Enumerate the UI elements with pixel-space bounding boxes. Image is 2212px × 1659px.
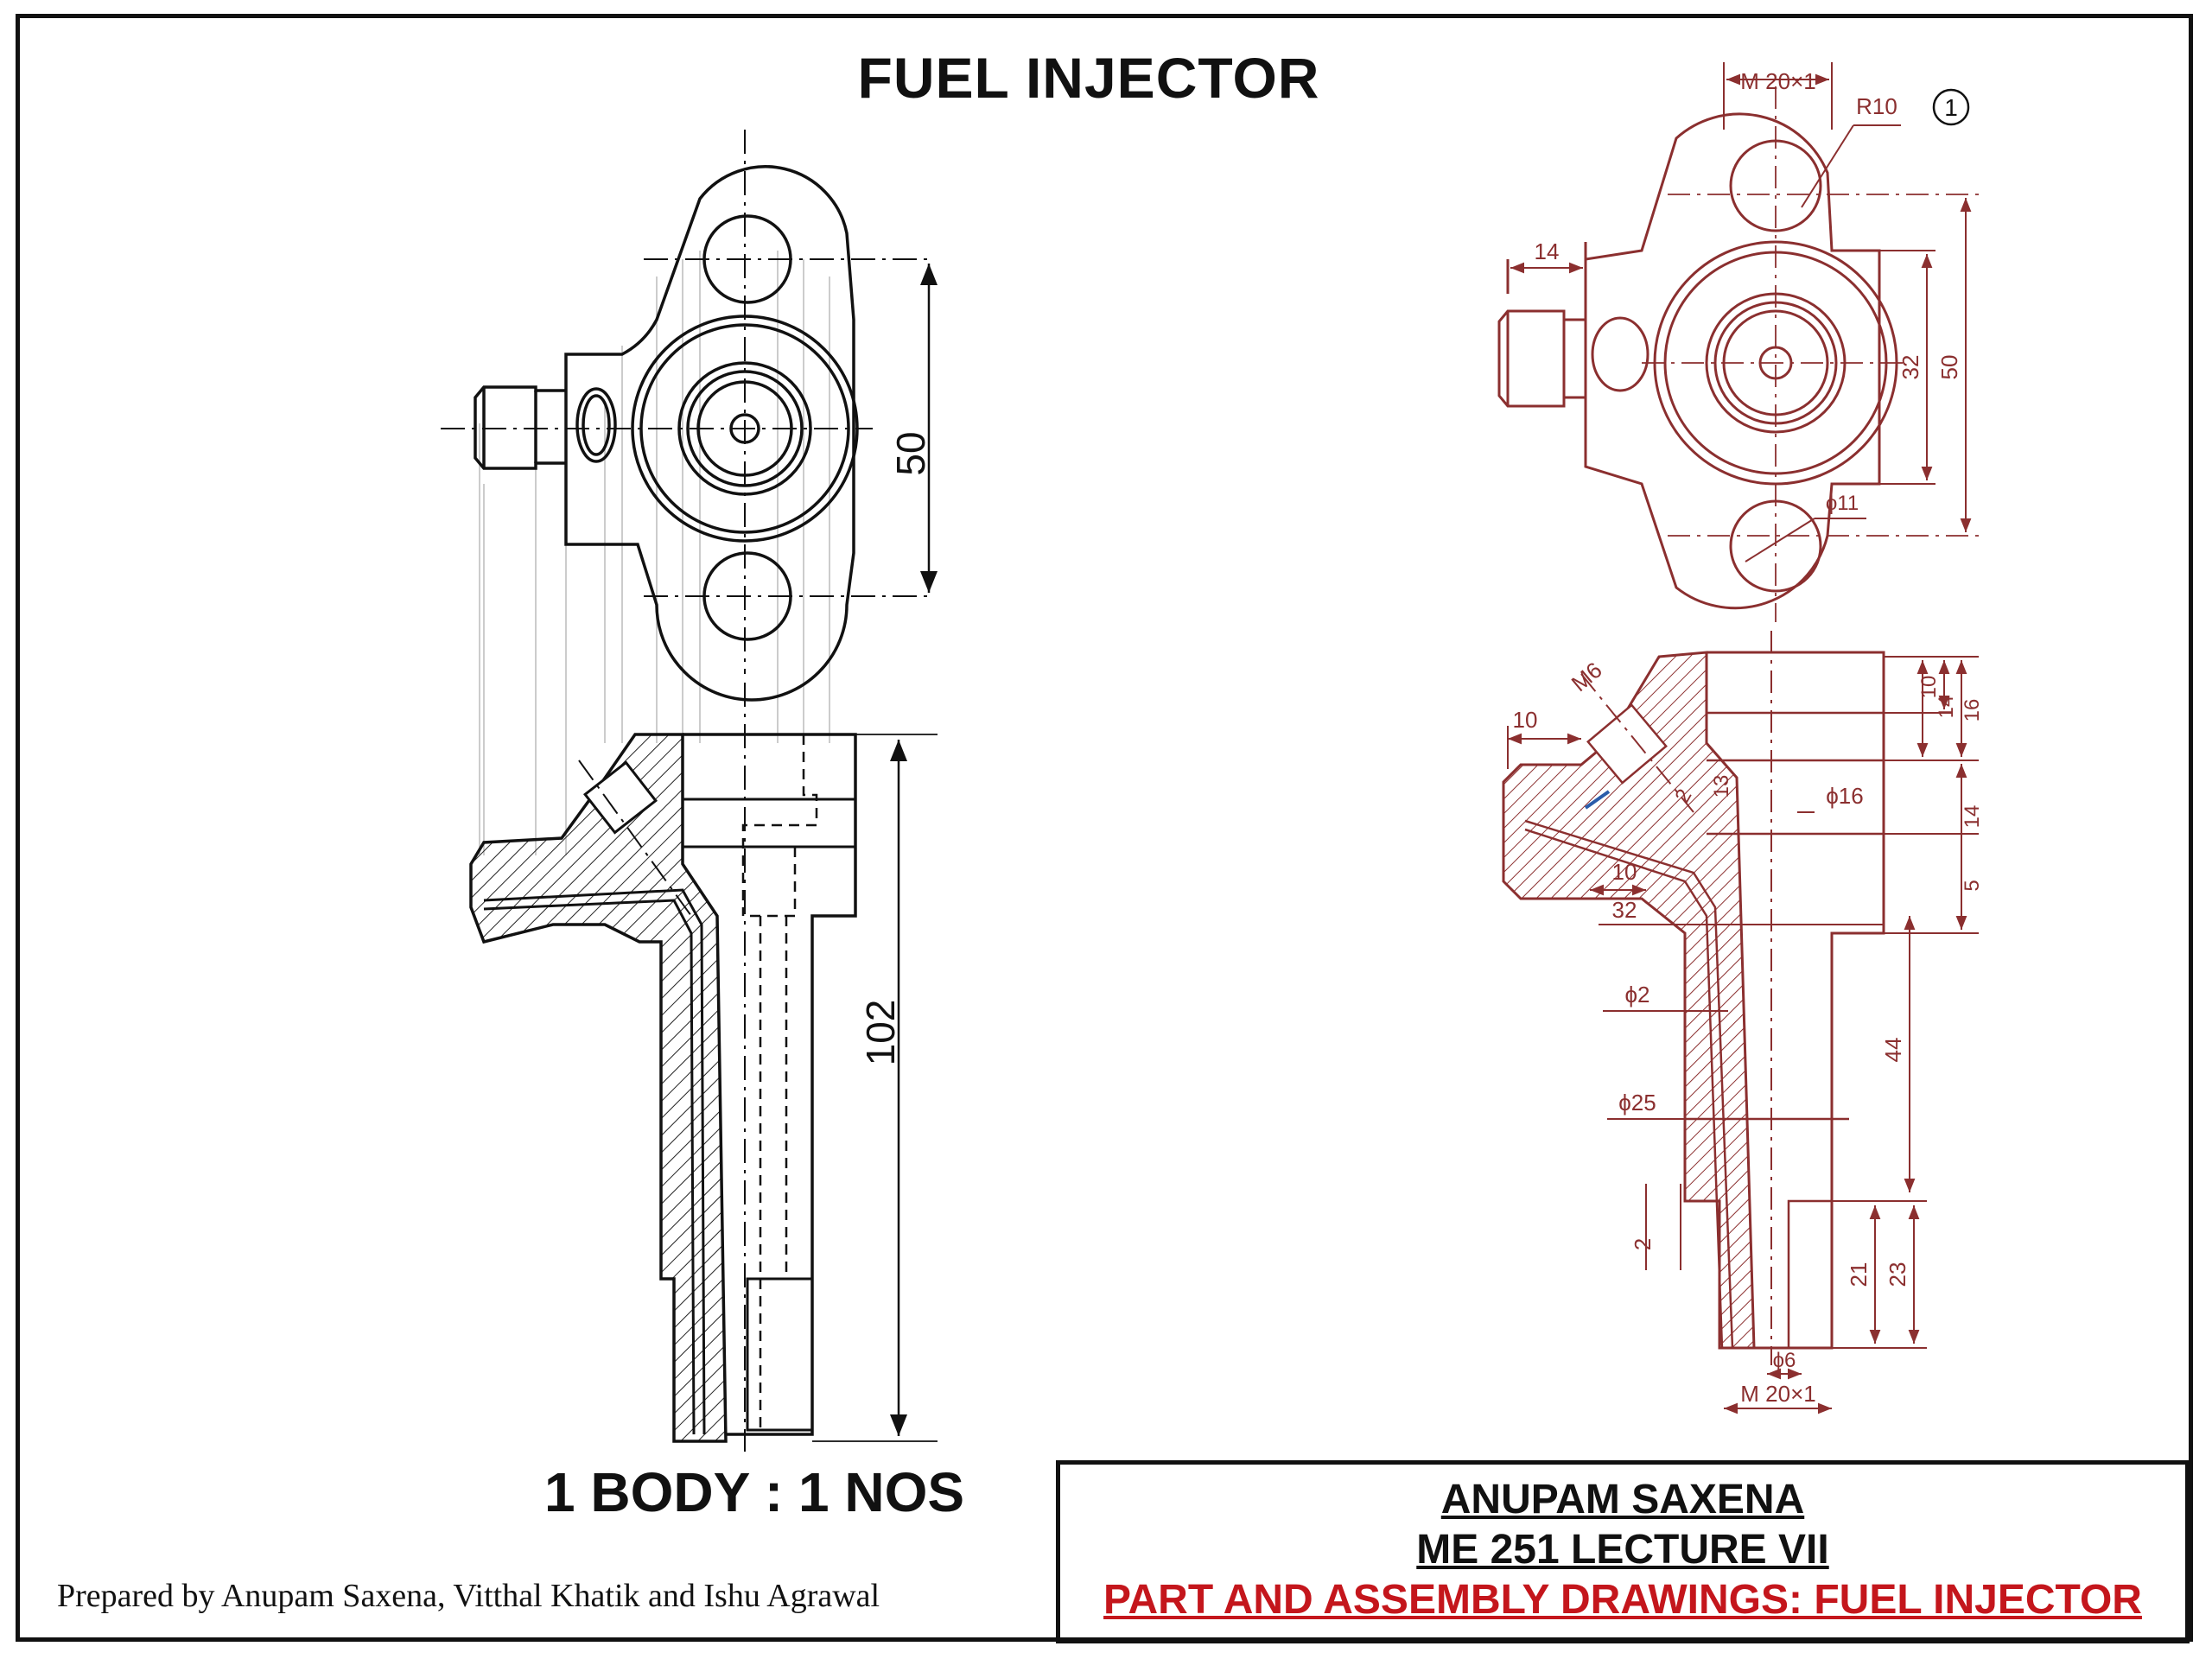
ref-top-dims xyxy=(1510,62,1972,563)
dim-thread-bottom: M 20×1 xyxy=(1740,1381,1815,1407)
ref-section-dims xyxy=(1507,656,1979,1414)
dim-10a: 10 xyxy=(1513,707,1538,733)
top-view-centerlines xyxy=(441,130,933,674)
item-balloon-number: 1 xyxy=(1944,94,1958,121)
dim-phi6: ϕ6 xyxy=(1773,1349,1796,1372)
dim-v23: 23 xyxy=(1885,1262,1910,1287)
dim-phi25: ϕ25 xyxy=(1618,1090,1656,1116)
dim-v2: 2 xyxy=(1630,1238,1656,1250)
dim-v16: 16 xyxy=(1961,699,1984,722)
ref-blue-mark xyxy=(1584,790,1611,810)
dim-102-label: 102 xyxy=(858,1000,903,1066)
dim-v44: 44 xyxy=(1880,1038,1906,1063)
dim-v10: 10 xyxy=(1917,676,1941,699)
dim-v21: 21 xyxy=(1846,1262,1872,1287)
dim-m6: M6 xyxy=(1567,657,1607,696)
dim-v14a: 14 xyxy=(1935,696,1958,719)
dim-13: 13 xyxy=(1710,775,1733,798)
quantity-note: 1 BODY : 1 NOS xyxy=(544,1461,965,1523)
projection-lines xyxy=(479,251,830,855)
dim-50-ref: 50 xyxy=(1936,355,1962,380)
ref-top-centerlines xyxy=(1642,86,1979,622)
page-title: FUEL INJECTOR xyxy=(857,46,1320,110)
extension-lines xyxy=(812,734,938,1442)
dim-32b: 32 xyxy=(1612,897,1637,923)
ref-section-view xyxy=(1502,651,1885,1350)
dim-thread-top: M 20×1 xyxy=(1740,68,1815,94)
prepared-by: Prepared by Anupam Saxena, Vitthal Khati… xyxy=(57,1578,880,1614)
title-block-subject: PART AND ASSEMBLY DRAWINGS: FUEL INJECTO… xyxy=(1103,1577,2142,1623)
section-centerlines xyxy=(578,683,746,1452)
dim-radius: R10 xyxy=(1856,93,1897,119)
dim-phi16: ϕ16 xyxy=(1826,783,1863,809)
section-view xyxy=(469,733,857,1443)
dim-phi11: ϕ11 xyxy=(1826,492,1859,515)
dim-phi2: ϕ2 xyxy=(1624,982,1649,1007)
ref-top-view xyxy=(1497,112,1898,610)
dim-14: 14 xyxy=(1535,238,1560,264)
dim-32: 32 xyxy=(1897,355,1923,380)
dim-v5: 5 xyxy=(1961,880,1984,891)
dim-10b: 10 xyxy=(1612,859,1637,885)
dim-50-label: 50 xyxy=(888,431,933,475)
title-block-course: ME 251 LECTURE VII xyxy=(1416,1527,1829,1573)
title-block-author: ANUPAM SAXENA xyxy=(1440,1477,1805,1522)
title-block: ANUPAM SAXENA ME 251 LECTURE VII PART AN… xyxy=(1056,1460,2190,1643)
dim-v14b: 14 xyxy=(1961,805,1984,829)
item-balloon xyxy=(1932,88,1970,126)
hidden-lines xyxy=(741,734,818,1434)
ref-section-centerlines xyxy=(1580,631,1772,1365)
